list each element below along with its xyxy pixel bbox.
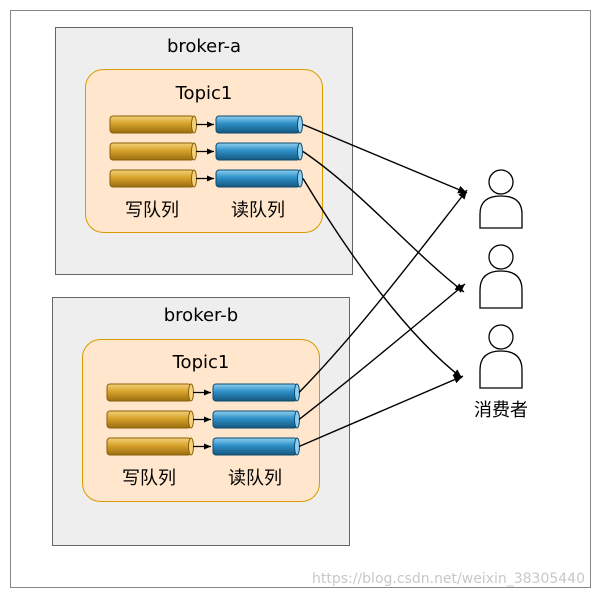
broker-b-write-queue-2 [106,410,194,429]
broker-a-read-label: 读队列 [231,200,285,221]
broker-b-write-queue-1 [106,383,194,402]
broker-a-label: broker-a [167,36,241,57]
broker-a-write-queue-3 [109,169,197,188]
broker-b-read-label: 读队列 [228,468,282,489]
broker-a-box: broker-a Topic1 [55,27,353,275]
consumer-1 [479,169,523,229]
broker-a-write-label: 写队列 [125,200,179,221]
broker-b-write-label: 写队列 [122,468,176,489]
arrow-a-q2-to-consumer-2 [302,150,465,293]
arrow-a-q1-to-consumer-1 [302,123,468,194]
broker-b-topic-label: Topic1 [172,352,230,373]
arrow-a-q3-to-consumer-3 [302,178,463,379]
broker-b-box: broker-b Topic1 写队列 [52,297,350,546]
consumer-3 [479,324,523,389]
consumer-1-head-icon [488,169,514,195]
broker-b-read-queue-2 [212,410,300,429]
arrow-b-q3-to-consumer-3 [298,375,464,448]
broker-a-read-queue-2 [215,142,303,161]
consumer-2 [479,244,523,309]
arrow-b-q1-to-consumer-1 [298,189,468,393]
consumer-1-body-icon [479,195,523,229]
broker-a-write-queue-1 [109,115,197,134]
broker-b-write-queue-3 [106,437,194,456]
arrow-b-q2-to-consumer-2 [298,283,466,421]
consumer-2-body-icon [479,270,523,309]
consumer-3-body-icon [479,350,523,389]
broker-a-read-queue-3 [215,169,303,188]
consumer-3-head-icon [488,324,514,350]
broker-a-topic-label: Topic1 [175,83,233,104]
consumer-2-head-icon [488,244,514,270]
broker-b-read-queue-1 [212,383,300,402]
broker-b-topic-box [82,339,320,502]
broker-b-label: broker-b [164,305,238,326]
broker-a-write-queue-2 [109,142,197,161]
consumers-label: 消费者 [474,400,528,421]
broker-b-read-queue-3 [212,437,300,456]
watermark-text: https://blog.csdn.net/weixin_38305440 [312,571,585,587]
broker-a-read-queue-1 [215,115,303,134]
